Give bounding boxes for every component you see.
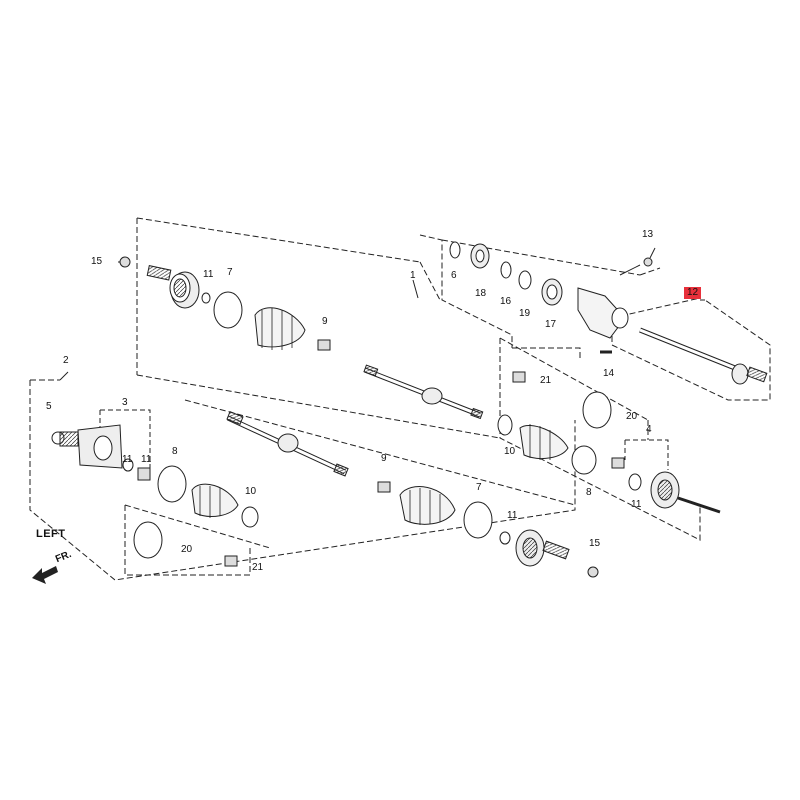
- part-label-7b: 7: [476, 482, 482, 493]
- part-label-6: 6: [451, 270, 457, 281]
- right-lower-parts: [497, 371, 721, 514]
- part-label-11a: 11: [203, 269, 214, 280]
- part-label-4: 4: [646, 424, 652, 435]
- part-label-1: 1: [410, 270, 416, 281]
- part-label-3: 3: [122, 397, 128, 408]
- part-label-12-highlighted: 12: [684, 287, 702, 299]
- item4-box: [625, 439, 669, 470]
- part-label-21a: 21: [540, 375, 552, 386]
- part-label-19: 19: [519, 308, 531, 319]
- part-label-5: 5: [46, 401, 52, 412]
- item3-box: [100, 409, 151, 470]
- part-label-8a: 8: [586, 487, 592, 498]
- part-label-13: 13: [642, 229, 654, 240]
- part-label-21b: 21: [252, 562, 264, 573]
- part-label-9b: 9: [381, 453, 387, 464]
- part-label-11f: 11: [507, 510, 518, 521]
- assembly-2-box: [29, 380, 576, 581]
- part-label-18: 18: [475, 288, 487, 299]
- part-label-11c: 11: [122, 454, 133, 465]
- lower-shaft: [51, 256, 599, 578]
- part-label-16: 16: [500, 296, 512, 307]
- part-label-11d: 11: [141, 454, 152, 465]
- intermediate-shaft-box: [611, 299, 771, 401]
- part-label-8b: 8: [172, 446, 178, 457]
- side-label: LEFT: [36, 528, 66, 540]
- part-label-2: 2: [63, 355, 69, 366]
- part-label-11b: 11: [631, 499, 642, 510]
- band-box-lower: [124, 505, 251, 576]
- part-label-14: 14: [603, 368, 615, 379]
- part-label-20b: 20: [181, 544, 193, 555]
- part-label-15a: 15: [91, 256, 103, 267]
- part-label-15b: 15: [589, 538, 601, 549]
- part-label-9a: 9: [322, 316, 328, 327]
- part-label-17: 17: [545, 319, 557, 330]
- part-label-10a: 10: [504, 446, 516, 457]
- assembly-right-box: [499, 338, 701, 541]
- bearing-box: [419, 234, 513, 348]
- front-arrow-icon: [32, 566, 58, 584]
- intermediate-shaft: [639, 327, 768, 385]
- part-label-10b: 10: [245, 486, 257, 497]
- part-label-7a: 7: [227, 267, 233, 278]
- upper-shaft: [146, 265, 484, 420]
- part-label-20a: 20: [626, 411, 638, 422]
- bearing-parts: [449, 241, 653, 354]
